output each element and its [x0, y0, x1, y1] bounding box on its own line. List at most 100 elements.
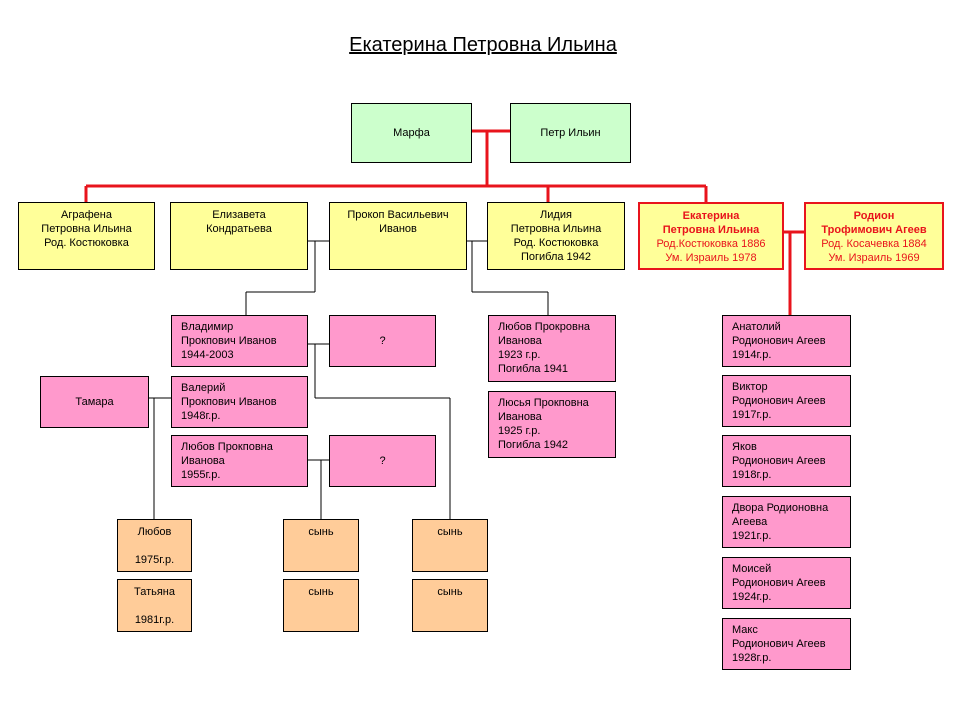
person-line: 1948г.р. — [181, 410, 221, 422]
person-line: Петровна Ильина — [510, 223, 602, 235]
person-line: Родионович Агеев — [732, 455, 826, 467]
person-text: Петр Ильин — [540, 126, 600, 140]
person-line: Род. Костюковка — [44, 237, 129, 249]
person-text: сынь — [284, 525, 358, 539]
person-son-2[interactable]: сынь — [283, 579, 359, 632]
person-unknown-spouse-2[interactable]: ? — [329, 435, 436, 487]
person-line: Погибла 1941 — [498, 363, 569, 375]
person-line: 1914г.р. — [732, 349, 772, 361]
person-line: Петр Ильин — [540, 127, 601, 139]
person-line: сынь — [437, 526, 463, 538]
person-text: сынь — [413, 525, 487, 539]
person-line: Родионович Агеев — [732, 577, 826, 589]
person-text: ? — [379, 334, 385, 348]
person-line: Владимир — [181, 321, 234, 333]
person-line: Прокпович Иванов — [181, 396, 277, 408]
person-line: 1944-2003 — [181, 349, 234, 361]
person-line: Люсья Прокповна — [498, 397, 589, 409]
person-line: Лидия — [540, 209, 572, 221]
person-tamara[interactable]: Тамара — [40, 376, 149, 428]
person-tatyana[interactable]: Татьяна 1981г.р. — [117, 579, 192, 632]
person-line: Родионович Агеев — [732, 638, 826, 650]
person-text: сынь — [284, 585, 358, 599]
person-line: Любов — [137, 526, 172, 538]
person-text: ? — [379, 454, 385, 468]
person-line — [118, 539, 191, 553]
person-line: 1981г.р. — [134, 614, 175, 626]
person-line: Ум. Израиль 1969 — [828, 252, 920, 264]
person-line: Любов Прокповна — [181, 441, 273, 453]
person-line: Любов Прокровна — [498, 321, 591, 333]
page-title: Екатерина Петровна Ильина — [349, 34, 617, 56]
person-son-1[interactable]: сынь — [283, 519, 359, 572]
person-text: Любов 1975г.р. — [118, 525, 191, 567]
person-line: сынь — [437, 586, 463, 598]
person-line: 1924г.р. — [732, 591, 772, 603]
person-line: Погибла 1942 — [520, 251, 592, 263]
person-text: Татьяна 1981г.р. — [118, 585, 191, 627]
person-text: Тамара — [75, 395, 113, 409]
person-line: 1925 г.р. — [498, 425, 541, 437]
person-line: ? — [379, 335, 386, 347]
person-line: Род.Костюковка 1886 — [656, 238, 766, 250]
person-son-3[interactable]: сынь — [412, 519, 488, 572]
person-line: Род. Костюковка — [513, 237, 599, 249]
person-line: Елизавета — [212, 209, 266, 221]
person-text: сынь — [413, 585, 487, 599]
person-line: Прокпович Иванов — [181, 335, 277, 347]
person-line: Кондратьева — [206, 223, 272, 235]
person-line: 1928г.р. — [732, 652, 772, 664]
person-petr-ilin[interactable]: Петр Ильин — [510, 103, 631, 163]
person-line: 1955г.р. — [181, 469, 221, 481]
person-line: Иванова — [498, 411, 542, 423]
person-unknown-spouse-1[interactable]: ? — [329, 315, 436, 367]
person-line: 1918г.р. — [732, 469, 772, 481]
person-lyubov-1975[interactable]: Любов 1975г.р. — [117, 519, 192, 572]
person-marfa[interactable]: Марфа — [351, 103, 472, 163]
person-line: Татьяна — [133, 586, 176, 598]
person-line: Анатолий — [732, 321, 781, 333]
person-son-4[interactable]: сынь — [412, 579, 488, 632]
person-line: Агеева — [732, 516, 768, 528]
person-line: 1923 г.р. — [498, 349, 541, 361]
person-line: Марфа — [393, 127, 430, 139]
person-line: Екатерина — [682, 210, 740, 222]
person-line: сынь — [308, 526, 334, 538]
person-line: Прокоп Васильевич — [347, 209, 449, 221]
person-line: Макс — [732, 624, 758, 636]
person-line: сынь — [308, 586, 334, 598]
person-line: Валерий — [181, 382, 226, 394]
